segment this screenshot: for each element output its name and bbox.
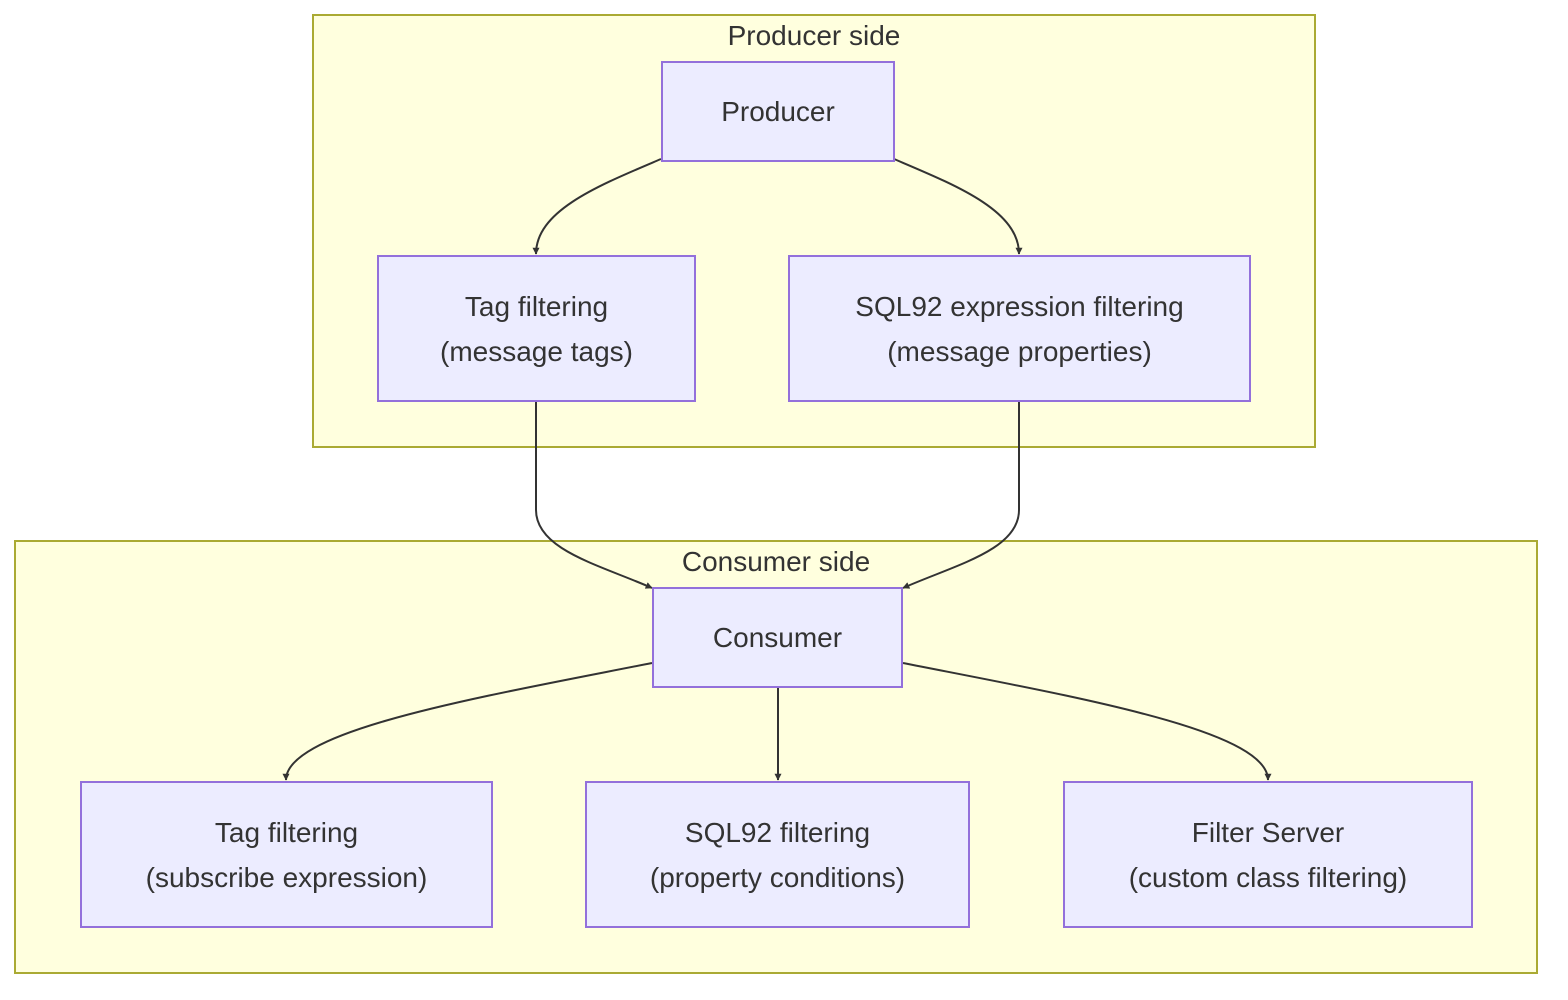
producer-sql92-expression-filtering-sublabel: (message properties) bbox=[887, 335, 1152, 367]
producer-sql92-expression-filtering-node: SQL92 expression filtering (message prop… bbox=[788, 255, 1251, 402]
consumer-tag-filtering-label: Tag filtering bbox=[214, 816, 359, 848]
consumer-node-label: Consumer bbox=[712, 622, 843, 653]
producer-side-title: Producer side bbox=[727, 20, 901, 51]
filter-server-node: Filter Server (custom class filtering) bbox=[1063, 781, 1473, 928]
consumer-sql92-filtering-node: SQL92 filtering (property conditions) bbox=[585, 781, 970, 928]
consumer-sql92-filtering-label: SQL92 filtering bbox=[684, 816, 871, 848]
producer-sql92-expression-filtering-label: SQL92 expression filtering bbox=[855, 290, 1184, 322]
consumer-sql92-filtering-sublabel: (property conditions) bbox=[649, 861, 906, 893]
producer-tag-filtering-sublabel: (message tags) bbox=[440, 335, 633, 367]
producer-tag-filtering-label: Tag filtering bbox=[464, 290, 609, 322]
consumer-tag-filtering-sublabel: (subscribe expression) bbox=[145, 861, 428, 893]
consumer-side-title: Consumer side bbox=[681, 546, 871, 577]
consumer-tag-filtering-node: Tag filtering (subscribe expression) bbox=[80, 781, 493, 928]
producer-node: Producer bbox=[661, 61, 895, 162]
consumer-node: Consumer bbox=[652, 587, 903, 688]
producer-tag-filtering-node: Tag filtering (message tags) bbox=[377, 255, 696, 402]
producer-node-label: Producer bbox=[721, 96, 835, 127]
filter-server-sublabel: (custom class filtering) bbox=[1128, 861, 1408, 893]
filter-server-label: Filter Server bbox=[1191, 816, 1345, 848]
